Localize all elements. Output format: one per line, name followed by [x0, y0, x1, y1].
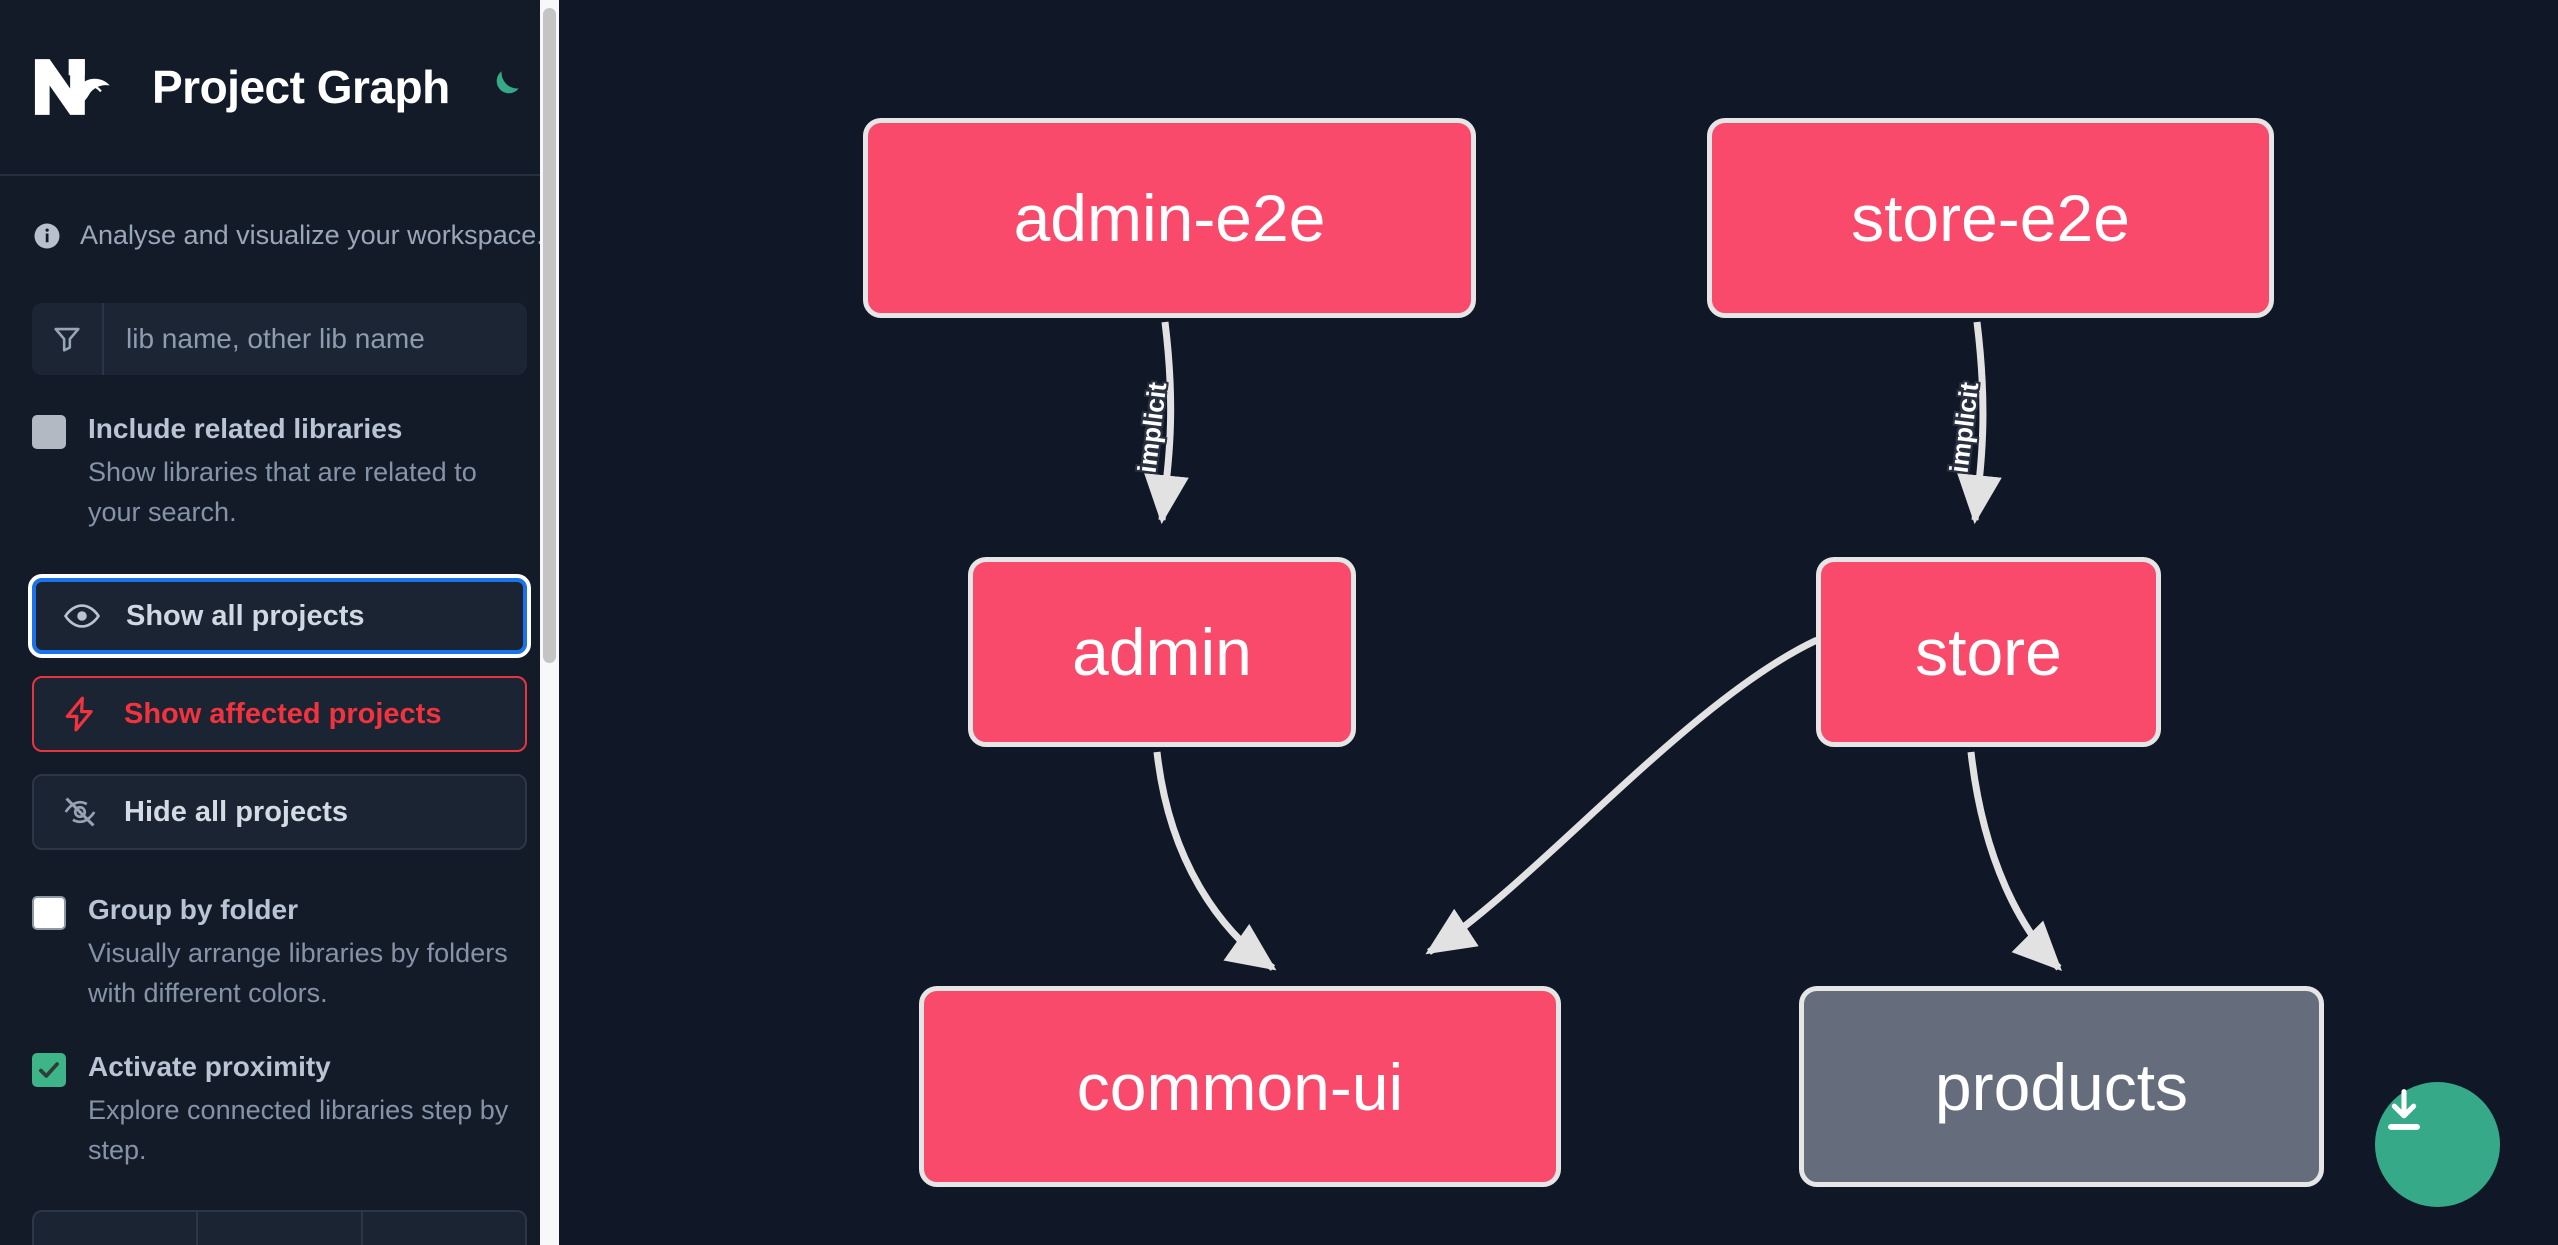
moon-icon[interactable]: [480, 64, 526, 110]
checkbox-include-related-libraries[interactable]: Include related libraries Show libraries…: [32, 411, 527, 532]
graph-node-admin[interactable]: admin: [968, 557, 1356, 747]
checkbox-group-by-folder[interactable]: Group by folder Visually arrange librari…: [32, 892, 527, 1013]
segment-option-1[interactable]: [34, 1212, 199, 1245]
sidebar-scrollbar-thumb[interactable]: [543, 8, 556, 663]
graph-node-label: common-ui: [1076, 1049, 1404, 1124]
sidebar-header: Project Graph: [0, 0, 559, 176]
graph-node-label: store: [1915, 615, 2062, 689]
check-icon: [39, 1062, 59, 1078]
checkbox-description: Explore connected libraries step by step…: [88, 1095, 509, 1165]
checkbox-description: Visually arrange libraries by folders wi…: [88, 938, 508, 1008]
info-icon: [32, 221, 62, 251]
graph-node-store[interactable]: store: [1816, 557, 2161, 747]
graph-node-label: admin-e2e: [1013, 181, 1326, 255]
checkbox-activate-proximity[interactable]: Activate proximity Explore connected lib…: [32, 1049, 527, 1170]
download-image-button[interactable]: [2375, 1082, 2500, 1207]
hide-all-projects-button[interactable]: Hide all projects: [32, 774, 527, 850]
workspace-blurb: Analyse and visualize your workspace.: [32, 220, 544, 251]
search-input[interactable]: [104, 303, 527, 375]
checkbox-activate-proximity-box[interactable]: [32, 1053, 66, 1087]
eye-off-icon: [60, 792, 100, 832]
workspace-blurb-text: Analyse and visualize your workspace.: [80, 220, 544, 250]
checkbox-group-by-folder-box[interactable]: [32, 896, 66, 930]
show-all-projects-button[interactable]: Show all projects: [28, 574, 531, 658]
graph-node-products[interactable]: products: [1799, 986, 2324, 1187]
filter-icon: [32, 303, 104, 375]
checkbox-label: Include related libraries: [88, 413, 403, 444]
hide-all-projects-label: Hide all projects: [124, 795, 349, 828]
graph-node-label: store-e2e: [1851, 181, 2130, 255]
show-affected-projects-button[interactable]: Show affected projects: [32, 676, 527, 752]
edge-admin-to-common-ui: [1153, 751, 1277, 971]
sidebar-scrollbar[interactable]: [540, 0, 559, 1245]
checkbox-label: Group by folder: [88, 894, 298, 925]
graph-node-label: products: [1934, 1049, 2189, 1124]
edge-store-to-common-ui: [1425, 636, 1819, 955]
checkbox-description: Show libraries that are related to your …: [88, 457, 477, 527]
checkbox-label: Activate proximity: [88, 1051, 331, 1082]
show-affected-projects-label: Show affected projects: [124, 697, 442, 730]
edge-store-e2e-to-store: [1957, 321, 2002, 525]
lightning-bolt-icon: [60, 694, 100, 734]
proximity-segmented-control[interactable]: [32, 1210, 527, 1245]
checkbox-include-related-libraries-texts: Include related libraries Show libraries…: [88, 411, 518, 532]
sidebar-scroll-area: Project Graph Analy: [0, 0, 559, 1245]
checkbox-include-related-libraries-box[interactable]: [32, 415, 66, 449]
sidebar: Project Graph Analy: [0, 0, 559, 1245]
graph-node-admin-e2e[interactable]: admin-e2e: [863, 118, 1476, 318]
checkbox-activate-proximity-texts: Activate proximity Explore connected lib…: [88, 1049, 518, 1170]
graph-canvas[interactable]: admin-e2e store-e2e admin store common-u…: [559, 0, 2558, 1245]
page-title: Project Graph: [152, 61, 450, 113]
filter-row: [32, 303, 527, 375]
graph-node-label: admin: [1072, 615, 1252, 689]
sidebar-body: Analyse and visualize your workspace. In…: [0, 220, 559, 1245]
nx-logo-icon: [32, 56, 120, 118]
edge-store-to-products: [1967, 751, 2062, 971]
segment-option-3[interactable]: [363, 1212, 525, 1245]
eye-icon: [62, 596, 102, 636]
edge-admin-e2e-to-admin: [1144, 321, 1189, 525]
visibility-button-group: Show all projects Show affected projects: [28, 574, 531, 850]
checkbox-group-by-folder-texts: Group by folder Visually arrange librari…: [88, 892, 518, 1013]
graph-node-store-e2e[interactable]: store-e2e: [1707, 118, 2274, 318]
segment-option-2[interactable]: [198, 1212, 363, 1245]
graph-node-common-ui[interactable]: common-ui: [919, 986, 1561, 1187]
graph-edges: [1144, 321, 2062, 971]
show-all-projects-label: Show all projects: [126, 599, 365, 632]
